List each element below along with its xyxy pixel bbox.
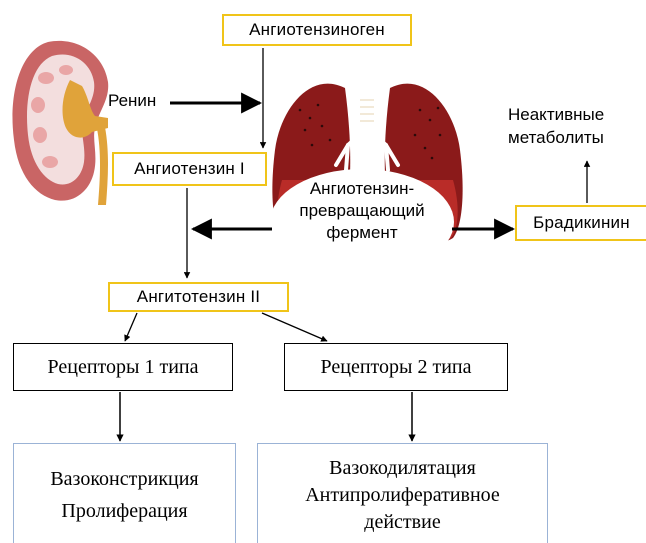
- receptors-1-box: Рецепторы 1 типа: [13, 343, 233, 391]
- angiotensin-2-box: Ангитотензин II: [108, 282, 289, 312]
- effects-1-line2: Пролиферация: [61, 495, 187, 527]
- receptors-2-box: Рецепторы 2 типа: [284, 343, 508, 391]
- effects-1-line1: Вазоконстрикция: [50, 463, 198, 495]
- inactive-line1: Неактивные: [508, 104, 604, 127]
- effects-1-box: Вазоконстрикция Пролиферация: [13, 443, 236, 543]
- effects-2-line3: действие: [364, 509, 440, 536]
- angiotensin-1-box: Ангиотензин I: [112, 152, 267, 186]
- kidney-icon: [12, 41, 108, 205]
- ace-label-line1: Ангиотензин-: [272, 178, 452, 200]
- angiotensinogen-box: Ангиотензиноген: [222, 14, 412, 46]
- angiotensin2-to-r2-arrow: [262, 313, 327, 341]
- ace-label: Ангиотензин- превращающий фермент: [272, 178, 452, 243]
- inactive-metabolites-label: Неактивные метаболиты: [508, 104, 604, 150]
- ace-label-line3: фермент: [272, 222, 452, 244]
- effects-2-line1: Вазокодилятация: [329, 455, 476, 482]
- effects-2-box: Вазокодилятация Антипролиферативное дейс…: [257, 443, 548, 543]
- angiotensin2-to-r1-arrow: [125, 313, 137, 341]
- ace-label-line2: превращающий: [272, 200, 452, 222]
- bradykinin-box: Брадикинин: [515, 205, 646, 241]
- renin-label: Ренин: [108, 91, 156, 111]
- effects-2-line2: Антипролиферативное: [305, 482, 500, 509]
- inactive-line2: метаболиты: [508, 127, 604, 150]
